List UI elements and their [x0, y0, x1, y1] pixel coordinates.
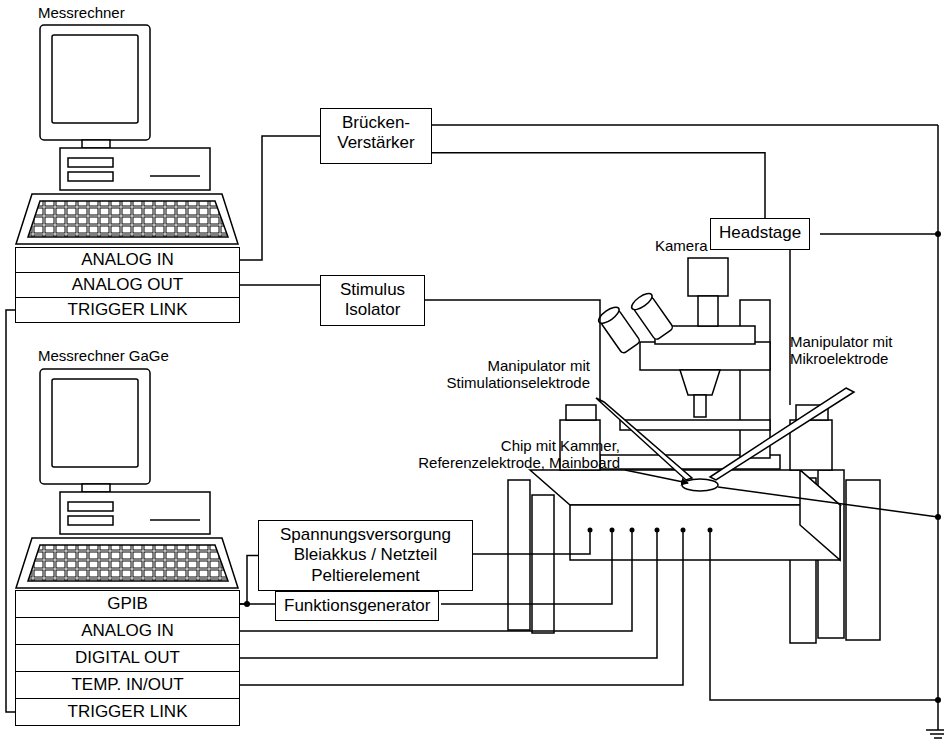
wiring — [240, 125, 944, 738]
junction-dots — [244, 231, 941, 703]
part-label: Kamera — [655, 237, 708, 254]
instrument-box: Funktionsgenerator — [275, 591, 439, 621]
connector — [240, 604, 275, 605]
instrument-box: Stimulus Isolator — [320, 275, 425, 326]
connector — [240, 556, 258, 604]
port-box: DIGITAL OUT — [15, 644, 240, 672]
box-label: TEMP. IN/OUT — [71, 675, 183, 695]
part-label: Messrechner GaGe — [38, 347, 169, 364]
box-label: ANALOG OUT — [72, 275, 183, 295]
box-label: Brücken- Verstärker — [329, 113, 423, 154]
port-box: ANALOG IN — [15, 247, 240, 273]
box-label: ANALOG IN — [81, 250, 174, 270]
port-box: TRIGGER LINK — [15, 698, 240, 726]
instrument-box: Brücken- Verstärker — [320, 108, 432, 164]
connector — [6, 310, 15, 712]
box-label: TRIGGER LINK — [68, 300, 188, 320]
port-box: ANALOG IN — [15, 617, 240, 645]
instrument-box: Spannungsversorgung Bleiakkus / Netzteil… — [258, 520, 473, 591]
measurement-computer — [16, 25, 238, 244]
camera — [688, 258, 728, 296]
box-label: DIGITAL OUT — [75, 648, 180, 668]
vibration-table — [508, 470, 880, 643]
box-label: Funktionsgenerator — [284, 596, 430, 616]
part-label: Manipulator mit Mikroelektrode — [790, 333, 920, 368]
box-label: Stimulus Isolator — [329, 280, 416, 321]
gage-computer — [16, 369, 238, 588]
port-box: GPIB — [15, 590, 240, 618]
instrument-box: Headstage — [710, 218, 810, 250]
part-label: Manipulator mit Stimulationselektrode — [425, 357, 590, 392]
port-box: ANALOG OUT — [15, 272, 240, 298]
connector — [432, 153, 765, 218]
box-label: TRIGGER LINK — [68, 702, 188, 722]
connector — [240, 136, 320, 260]
port-box: TEMP. IN/OUT — [15, 671, 240, 699]
box-label: Headstage — [719, 223, 801, 243]
box-label: GPIB — [107, 594, 148, 614]
part-label: Messrechner — [38, 4, 125, 21]
port-box: TRIGGER LINK — [15, 297, 240, 323]
part-label: Chip mit Kammer, Referenzelektrode, Main… — [395, 437, 620, 472]
connector — [240, 285, 320, 286]
box-label: Spannungsversorgung Bleiakkus / Netzteil… — [267, 525, 464, 586]
box-label: ANALOG IN — [81, 621, 174, 641]
